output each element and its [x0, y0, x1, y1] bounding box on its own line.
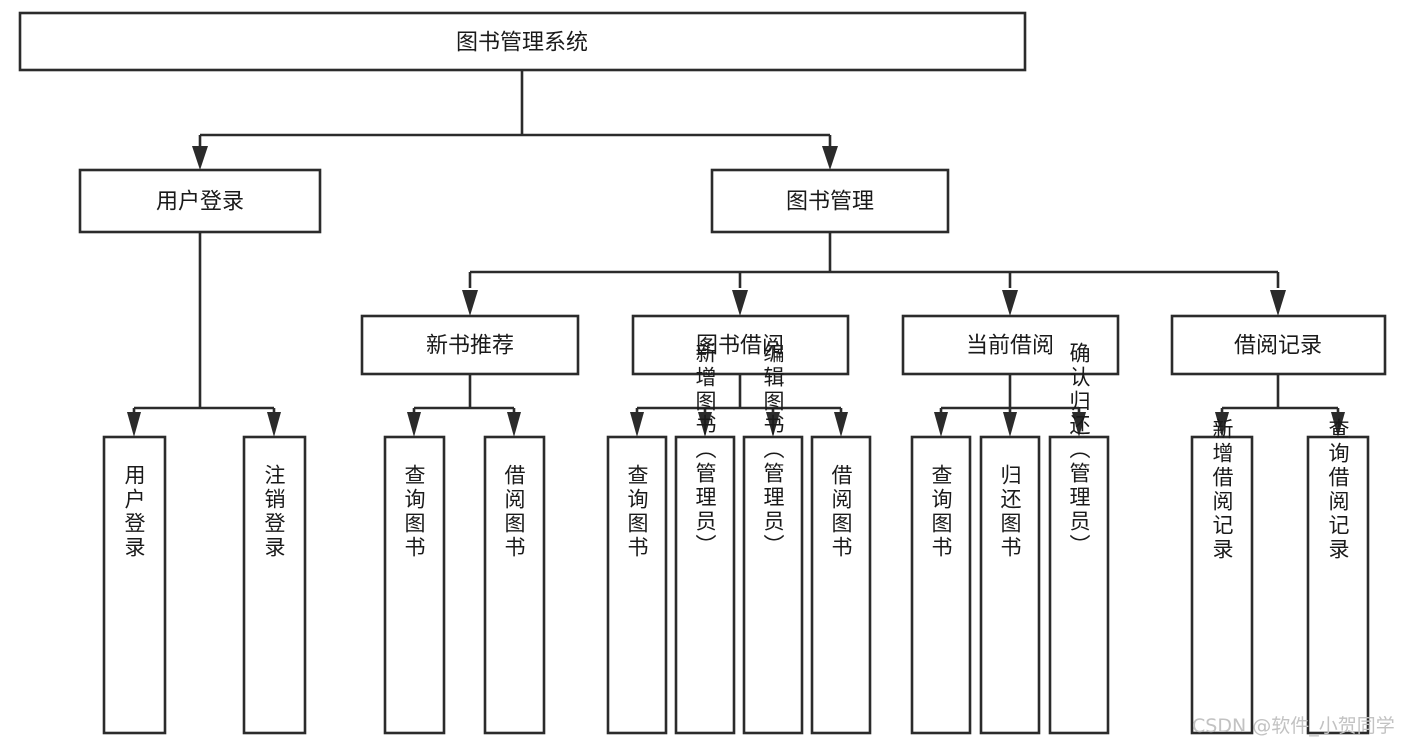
node-leaf-confirm-return-label: 确认归还（管理员） — [1067, 342, 1091, 558]
node-leaf-add-book-label: 新增图书（管理员） — [693, 342, 717, 558]
node-book-manage-label: 图书管理 — [786, 190, 874, 215]
node-leaf-edit-book-label: 编辑图书（管理员） — [761, 342, 785, 558]
arrow-head-leaf-user-login — [127, 412, 141, 437]
node-leaf-borrow-book-2-box[interactable] — [810, 435, 872, 735]
node-leaf-query-record-box[interactable] — [1306, 435, 1370, 735]
node-leaf-confirm-return[interactable]: 确认归还（管理员） — [1048, 342, 1110, 735]
node-leaf-query-book-3-box[interactable] — [910, 435, 972, 735]
node-leaf-query-book-1-box[interactable] — [383, 435, 446, 735]
node-user-login-box[interactable] — [78, 168, 322, 234]
node-book-manage-box[interactable] — [710, 168, 950, 234]
arrow-head-leaf-query-book-1 — [407, 412, 421, 437]
arrow-head-leaf-add-book — [698, 412, 712, 437]
node-borrow-record[interactable]: 借阅记录 — [1170, 314, 1387, 376]
arrow-head-leaf-add-record — [1215, 412, 1229, 437]
node-user-login-label: 用户登录 — [156, 190, 244, 215]
csdn-watermark: CSDN @软件_小贺同学 — [1192, 715, 1395, 737]
node-leaf-query-book-1[interactable]: 查询图书 — [383, 435, 446, 735]
node-leaf-borrow-book-1-label: 借阅图书 — [502, 464, 526, 560]
node-user-login[interactable]: 用户登录 — [78, 168, 322, 234]
node-leaf-query-book-2[interactable]: 查询图书 — [606, 435, 668, 735]
node-book-borrow-label: 图书借阅 — [696, 334, 784, 359]
node-current-borrow-box[interactable] — [901, 314, 1120, 376]
node-leaf-user-login-box[interactable] — [102, 435, 167, 735]
connector-layer — [127, 70, 1345, 437]
node-leaf-return-book[interactable]: 归还图书 — [979, 435, 1041, 735]
arrow-head-leaf-borrow-book-1 — [507, 412, 521, 437]
node-leaf-user-logout-label: 注销登录 — [262, 464, 286, 560]
node-leaf-user-logout-box[interactable] — [242, 435, 307, 735]
node-leaf-add-book-box[interactable] — [674, 435, 736, 735]
node-borrow-record-box[interactable] — [1170, 314, 1387, 376]
node-leaf-query-book-3-label: 查询图书 — [929, 464, 953, 560]
node-root[interactable]: 图书管理系统 — [18, 11, 1027, 72]
arrow-head-leaf-borrow-book-2 — [834, 412, 848, 437]
node-new-book-recommend-label: 新书推荐 — [426, 334, 514, 359]
node-leaf-add-book[interactable]: 新增图书（管理员） — [674, 342, 736, 735]
arrow-head-user-login — [192, 146, 208, 170]
node-current-borrow[interactable]: 当前借阅 — [901, 314, 1120, 376]
node-leaf-borrow-book-2[interactable]: 借阅图书 — [810, 435, 872, 735]
node-leaf-query-book-1-label: 查询图书 — [402, 464, 426, 560]
arrow-head-leaf-confirm-return — [1072, 412, 1086, 437]
arrow-head-leaf-return-book — [1003, 412, 1017, 437]
node-new-book-recommend[interactable]: 新书推荐 — [360, 314, 580, 376]
node-leaf-edit-book-box[interactable] — [742, 435, 804, 735]
node-leaf-return-book-box[interactable] — [979, 435, 1041, 735]
node-leaf-edit-book[interactable]: 编辑图书（管理员） — [742, 342, 804, 735]
node-root-box[interactable] — [18, 11, 1027, 72]
node-leaf-borrow-book-1-box[interactable] — [483, 435, 546, 735]
node-leaf-confirm-return-box[interactable] — [1048, 435, 1110, 735]
node-leaf-query-book-2-label: 查询图书 — [625, 464, 649, 560]
node-new-book-recommend-box[interactable] — [360, 314, 580, 376]
arrow-head-book-manage — [822, 146, 838, 170]
arrow-head-current-borrow — [1002, 290, 1018, 316]
node-root-label: 图书管理系统 — [456, 31, 588, 56]
node-leaf-add-record-label: 新增借阅记录 — [1210, 418, 1234, 562]
arrow-head-new-book-recommend — [462, 290, 478, 316]
arrow-head-borrow-record — [1270, 290, 1286, 316]
node-current-borrow-label: 当前借阅 — [966, 334, 1054, 359]
node-leaf-user-logout[interactable]: 注销登录 — [242, 435, 307, 735]
node-leaf-add-record-box[interactable] — [1190, 435, 1254, 735]
arrow-head-leaf-query-book-2 — [630, 412, 644, 437]
node-book-borrow[interactable]: 图书借阅 — [631, 314, 850, 376]
node-leaf-borrow-book-1[interactable]: 借阅图书 — [483, 435, 546, 735]
node-leaf-query-record[interactable]: 查询借阅记录 — [1306, 418, 1370, 735]
node-leaf-borrow-book-2-label: 借阅图书 — [829, 464, 853, 560]
node-leaf-return-book-label: 归还图书 — [998, 464, 1022, 560]
node-book-manage[interactable]: 图书管理 — [710, 168, 950, 234]
node-book-borrow-box[interactable] — [631, 314, 850, 376]
node-leaf-add-record[interactable]: 新增借阅记录 — [1190, 418, 1254, 735]
node-leaf-query-record-label: 查询借阅记录 — [1326, 418, 1350, 562]
node-leaf-user-login[interactable]: 用户登录 — [102, 435, 167, 735]
arrow-head-leaf-user-logout — [267, 412, 281, 437]
arrow-head-leaf-query-record — [1331, 412, 1345, 437]
node-leaf-user-login-label: 用户登录 — [122, 464, 146, 560]
arrow-head-leaf-edit-book — [766, 412, 780, 437]
arrow-head-leaf-query-book-3 — [934, 412, 948, 437]
node-leaf-query-book-2-box[interactable] — [606, 435, 668, 735]
node-leaf-query-book-3[interactable]: 查询图书 — [910, 435, 972, 735]
arrow-head-book-borrow — [732, 290, 748, 316]
node-borrow-record-label: 借阅记录 — [1234, 334, 1322, 359]
